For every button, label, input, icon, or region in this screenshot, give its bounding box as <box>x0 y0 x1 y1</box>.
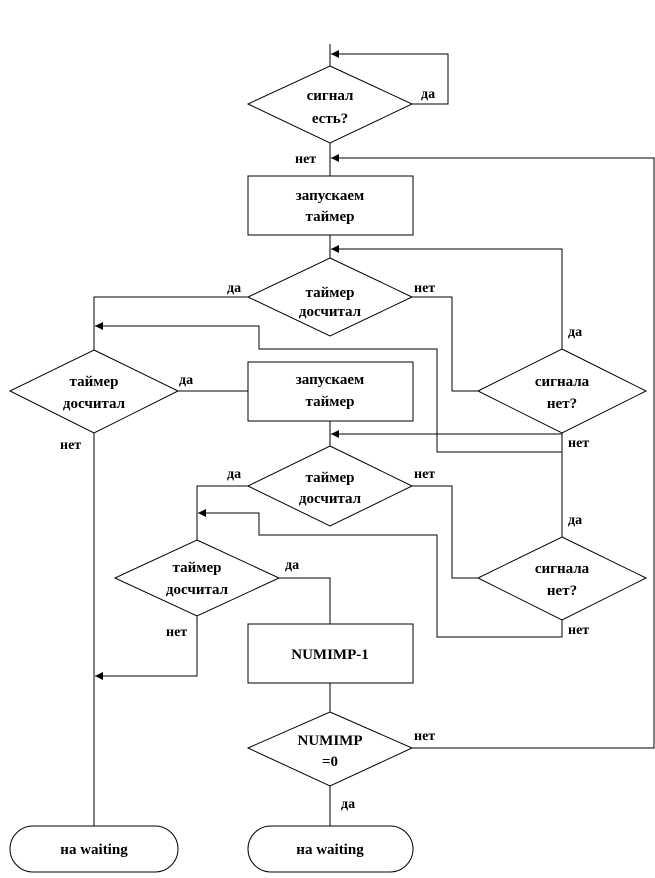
d8-text-line-1: NUMIMP <box>298 733 363 749</box>
label-d4-no: нет <box>60 438 81 453</box>
d4-text-line-1: таймер <box>70 374 119 390</box>
line-d8-no <box>331 157 655 749</box>
line-d6-yes <box>331 433 563 537</box>
line-d1-yes-loop <box>331 53 449 105</box>
d3-text-line-1: сигнала <box>535 374 590 390</box>
line-d6-no <box>198 512 563 638</box>
label-d6-no: нет <box>568 623 589 638</box>
d4-text-line-2: досчитал <box>63 396 126 412</box>
label-d8-no: нет <box>414 729 435 744</box>
label-d1-yes: да <box>421 87 435 102</box>
d7-text-line-1: таймер <box>173 560 222 576</box>
label-d2-no: нет <box>414 281 435 296</box>
p2-text-line-2: таймер <box>306 394 355 410</box>
arrow-to-top <box>331 154 339 162</box>
arrow-d3-no <box>95 322 103 330</box>
line-d3-yes <box>331 248 563 349</box>
d7-text-line-2: досчитал <box>166 582 229 598</box>
arrow-d6-no <box>198 509 206 517</box>
process-numimp-decrement <box>247 623 414 684</box>
label-d7-no: нет <box>166 625 187 640</box>
p2-text-line-1: запускаем <box>296 372 364 388</box>
label-d1-no: нет <box>295 152 316 167</box>
label-d6-yes: да <box>568 513 582 528</box>
d5-text-line-2: досчитал <box>299 491 362 507</box>
decision-timer-elapsed-4 <box>113 539 281 617</box>
p1-text-line-1: запускаем <box>296 188 364 204</box>
process-start-timer-2 <box>247 361 414 422</box>
label-d5-yes: да <box>227 467 241 482</box>
label-d2-yes: да <box>227 281 241 296</box>
label-d7-yes: да <box>285 558 299 573</box>
label-d4-yes: да <box>179 373 193 388</box>
process-start-timer-1 <box>247 175 414 236</box>
t1-text: на waiting <box>60 842 128 858</box>
decision-timer-elapsed-1 <box>246 257 414 337</box>
d5-text-line-1: таймер <box>306 470 355 486</box>
d3-text-line-2: нет? <box>547 396 577 412</box>
p3-text: NUMIMP-1 <box>291 647 368 663</box>
label-d5-no: нет <box>414 467 435 482</box>
decision-no-signal-2 <box>476 536 648 621</box>
d2-text-line-2: досчитал <box>299 304 362 320</box>
d1-text-line-2: есть? <box>312 111 348 127</box>
label-d3-yes: да <box>568 325 582 340</box>
decision-timer-elapsed-3 <box>246 445 414 527</box>
t2-text: на waiting <box>296 842 364 858</box>
decision-numimp-zero <box>246 711 414 787</box>
line-d5-yes <box>196 485 248 540</box>
terminator-waiting-1 <box>9 825 179 873</box>
arrow-d1-loop <box>331 50 339 58</box>
line-d5-no <box>412 485 478 579</box>
decision-no-signal-1 <box>476 348 648 434</box>
arrow-d7-no <box>95 672 103 680</box>
line-d7-no <box>95 616 198 677</box>
line-d2-yes <box>93 296 248 350</box>
decision-signal-present <box>246 65 414 144</box>
line-d2-no <box>412 296 478 392</box>
terminator-waiting-2 <box>247 825 414 873</box>
d1-text-line-1: сигнал <box>307 88 354 104</box>
label-d3-no: нет <box>568 436 589 451</box>
connectors <box>93 44 655 826</box>
decision-timer-elapsed-2 <box>8 349 180 434</box>
d2-text-line-1: таймер <box>306 285 355 301</box>
label-d8-yes: да <box>341 797 355 812</box>
d6-text-line-1: сигнала <box>535 561 590 577</box>
arrow-d3-yes <box>331 245 339 253</box>
d6-text-line-2: нет? <box>547 583 577 599</box>
arrowheads <box>95 50 339 680</box>
line-d7-yes <box>279 577 331 624</box>
arrow-d6-yes <box>331 430 339 438</box>
d8-text-line-2: =0 <box>322 754 338 770</box>
p1-text-line-2: таймер <box>306 209 355 225</box>
